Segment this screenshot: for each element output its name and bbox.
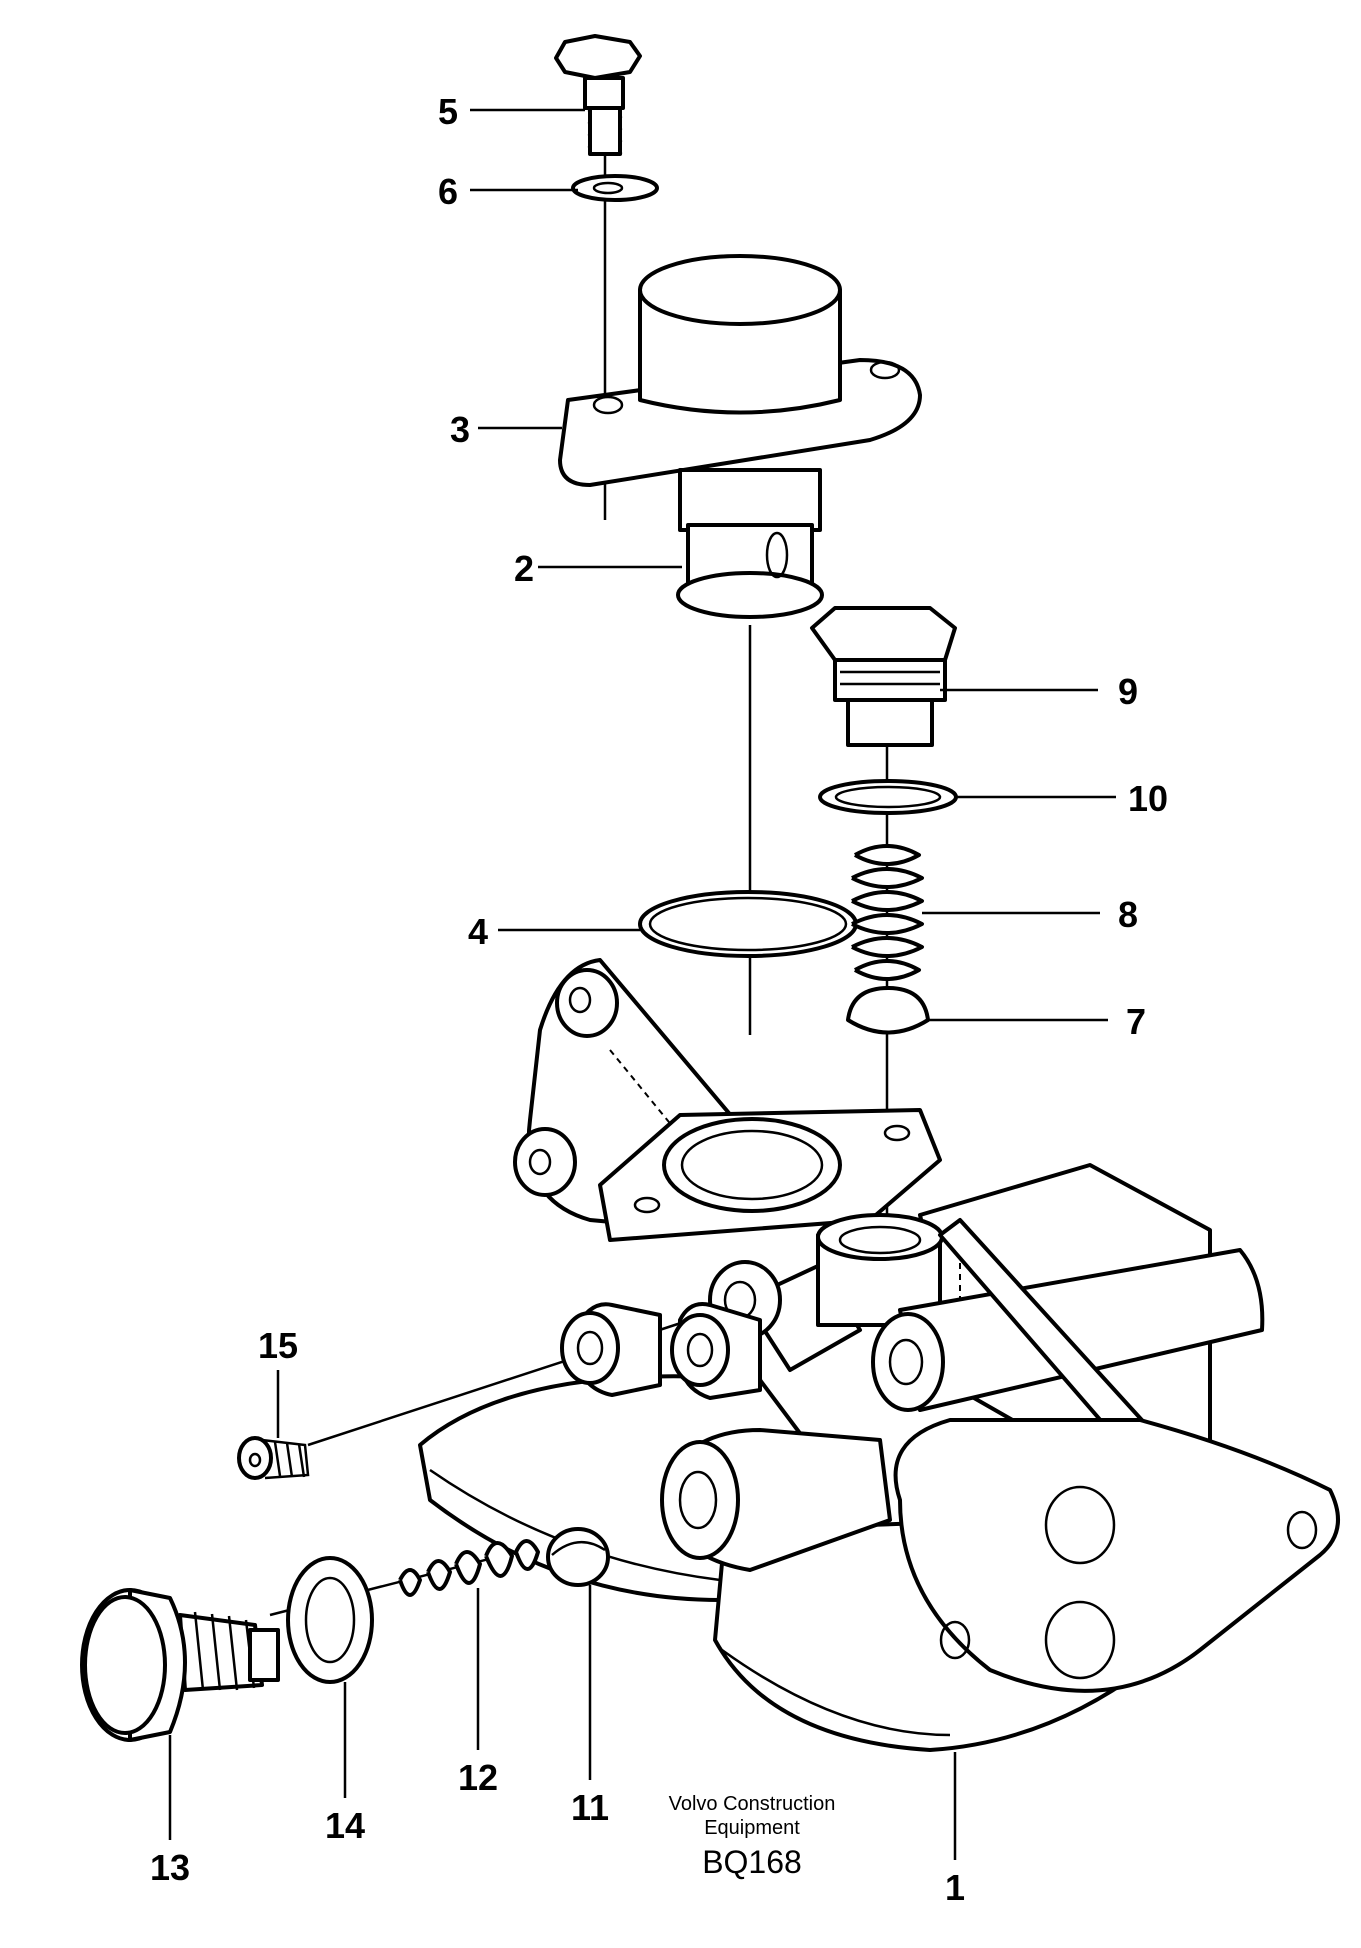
part-14-washer xyxy=(286,1556,374,1684)
part-11-ball xyxy=(546,1527,610,1587)
part-4-o-ring xyxy=(638,890,858,958)
callout-9: 9 xyxy=(1118,671,1138,712)
callout-7: 7 xyxy=(1126,1001,1146,1042)
leader-lines xyxy=(168,108,1116,1860)
callout-3: 3 xyxy=(450,409,470,450)
part-8-spring xyxy=(851,844,924,981)
part-9-plug xyxy=(810,606,957,747)
part-5-bolt xyxy=(554,34,642,156)
callout-14: 14 xyxy=(325,1805,365,1846)
callout-2: 2 xyxy=(514,548,534,589)
callout-12: 12 xyxy=(458,1757,498,1798)
callout-11: 11 xyxy=(571,1787,609,1828)
callout-10: 10 xyxy=(1128,778,1168,819)
part-13-large-plug xyxy=(80,1588,280,1742)
drawing-code: BQ168 xyxy=(702,1844,802,1880)
callout-4: 4 xyxy=(468,911,488,952)
callout-5: 5 xyxy=(438,91,458,132)
part-15-small-plug xyxy=(237,1436,310,1480)
caption-line-1: Volvo Construction xyxy=(669,1793,836,1815)
part-10-seal-ring xyxy=(818,779,958,815)
part-3-cover xyxy=(558,254,922,487)
caption-block: Volvo Construction Equipment BQ168 xyxy=(669,1793,836,1880)
part-12-spring xyxy=(398,1539,540,1597)
callout-8: 8 xyxy=(1118,894,1138,935)
callout-15: 15 xyxy=(258,1325,298,1366)
part-7-ball xyxy=(846,986,930,1035)
callout-1: 1 xyxy=(945,1867,965,1908)
callout-6: 6 xyxy=(438,171,458,212)
callout-labels: 5 6 3 2 4 9 10 8 7 15 11 12 14 13 1 xyxy=(150,91,1168,1908)
part-2-valve-piston xyxy=(676,468,824,619)
part-6-washer xyxy=(571,174,659,202)
callout-13: 13 xyxy=(150,1847,190,1888)
part-1-housing xyxy=(418,958,1340,1752)
caption-line-2: Equipment xyxy=(704,1817,800,1839)
